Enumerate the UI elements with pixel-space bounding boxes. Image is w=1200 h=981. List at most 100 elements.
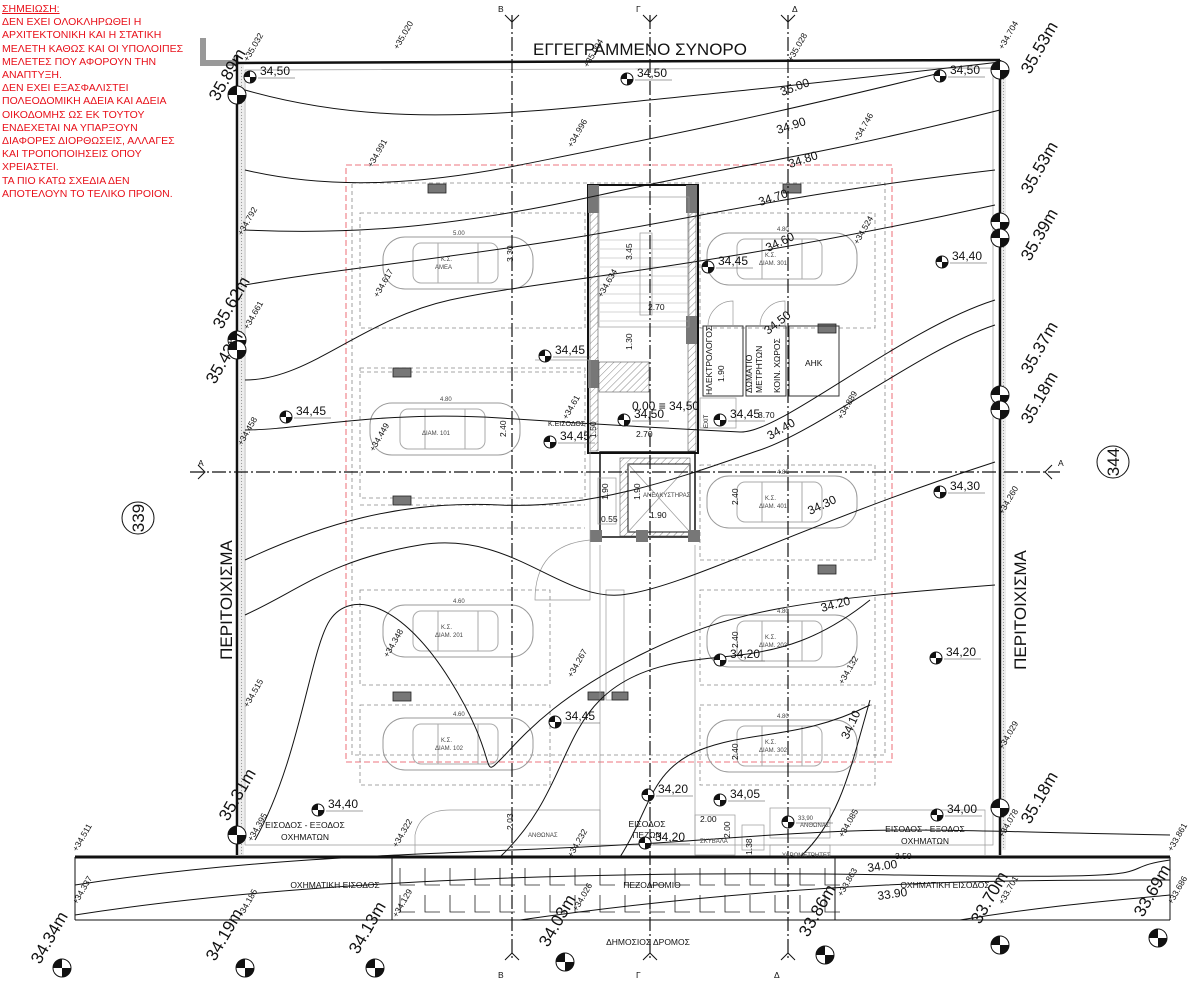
corner-elevation: 35.37m <box>1017 318 1062 377</box>
paving-tile <box>724 868 740 886</box>
note-title: ΣΗΜΕΙΩΣΗ: <box>2 3 60 15</box>
paving-tile <box>399 895 415 913</box>
car-outline <box>706 614 858 668</box>
survey-point-icon <box>990 212 1010 232</box>
paving-tile <box>574 895 590 913</box>
car-outline <box>382 717 534 771</box>
paving-tile <box>449 895 465 913</box>
vehicle-gate-right-2: ΟΧΗΜΑΤΩΝ <box>901 836 949 846</box>
section-label-d-top: Δ <box>792 4 798 14</box>
party-wall-right-label: ΠΕΡΙΤΟΙΧΙΣΜΑ <box>1011 549 1030 669</box>
corner-elevation: 35.18m <box>1017 768 1062 827</box>
garden-label-2: ΑΝΘΩΝΑΣ <box>800 823 830 829</box>
parking-length-dimension: 5.00 <box>453 231 465 237</box>
contour-label: 34.70 <box>757 186 790 209</box>
level-mark: 34,20 <box>946 645 976 659</box>
level-marker-icon <box>638 836 652 850</box>
parking-space-number: ΔΙΑΜ. 101 <box>422 431 451 437</box>
level-marker-icon <box>935 255 949 269</box>
level-mark: 34,45 <box>560 429 590 443</box>
contour-lines <box>74 61 1171 921</box>
car-outline <box>369 402 521 456</box>
survey-point-icon <box>990 228 1010 248</box>
plot-number-left: 339 <box>121 501 155 535</box>
paving-tile <box>474 868 490 886</box>
contour-label: 34.20 <box>819 594 852 615</box>
spot-height: +34.085 <box>836 807 860 839</box>
survey-point-icon <box>990 935 1010 955</box>
spot-height: +34.129 <box>390 887 414 919</box>
parking-length-dimension: 4.60 <box>453 712 465 718</box>
corner-elevation: 35.18m <box>1017 368 1062 427</box>
spot-height: +34.704 <box>996 19 1020 51</box>
dimension-label: 2.00 <box>700 814 717 824</box>
level-marker-icon <box>929 651 943 665</box>
spot-height: +34.991 <box>365 137 389 169</box>
exit-sign: EXIT <box>704 414 710 428</box>
parking-space-number: ΔΙΑΜ. 202 <box>759 643 788 649</box>
parking-space-label: Κ.Σ. <box>765 253 776 259</box>
level-marker-icon <box>538 349 552 363</box>
section-label-d-bottom: Δ <box>774 970 780 980</box>
note-line: ΑΠΟΤΕΛΟΥΝ ΤΟ ΤΕΛΙΚΟ ΠΡΟΙΟΝ. <box>2 187 173 200</box>
dimension-label: 3.70 <box>758 410 775 420</box>
paving-tile <box>774 895 790 913</box>
level-marker-icon <box>641 788 655 802</box>
room-meters-1: ΔΩΜΑΤΙΟ <box>744 354 754 393</box>
ramp <box>534 359 696 855</box>
paving-tile <box>699 868 715 886</box>
water-meters-label: ΥΔΡΟΜΕΤΡΗΤΕΣ <box>782 853 831 859</box>
paving-tile <box>824 895 840 913</box>
spot-height: +33.861 <box>1165 821 1189 853</box>
paving-tile <box>549 895 565 913</box>
level-mark: 34,20 <box>655 830 685 844</box>
building-envelope <box>345 164 893 763</box>
pedestrian-entrance-2: ΠΕΖΩΝ <box>632 830 662 840</box>
parking-space-label: Κ.Σ. <box>765 740 776 746</box>
paving-tile <box>499 868 515 886</box>
level-mark: 34,00 <box>947 802 977 816</box>
level-mark: 34,45 <box>296 404 326 418</box>
columns <box>392 183 837 702</box>
level-marker-icon <box>713 653 727 667</box>
parking-outline <box>351 182 886 756</box>
driveway-right-label: ΟΧΗΜΑΤΙΚΗ ΕΙΣΟΔΟΣ <box>900 880 989 890</box>
level-mark: 34,50 <box>260 64 290 78</box>
note-line: ΧΡΕΙΑΣΤΕΙ. <box>2 161 59 174</box>
spot-height: +34.996 <box>565 117 589 149</box>
spot-height: +34.524 <box>851 214 875 246</box>
level-mark: 34,50 <box>637 66 667 80</box>
paving-tile <box>524 868 540 886</box>
sidewalk-label: ΠΕΖΟΔΡΟΜΙΟ <box>623 880 681 890</box>
survey-point-icon <box>52 958 72 978</box>
garden-label-1: ΑΝΘΩΝΑΣ <box>528 833 558 839</box>
parking-space-label: Κ.Σ. <box>441 257 452 263</box>
parking-space-number: ΔΙΑΜ. 401 <box>759 504 788 510</box>
annotations: 35.89m35.62m35.43m35.31m35.53m35.53m35.3… <box>27 18 1189 978</box>
dimension-label: 2.70 <box>636 429 653 439</box>
parking-space-number: ΔΙΑΜ. 301 <box>759 261 788 267</box>
level-mark: 34,20 <box>658 782 688 796</box>
section-label-b-top: Β <box>498 4 504 14</box>
parking-length-dimension: 4.60 <box>453 599 465 605</box>
spot-height: +35.028 <box>785 31 809 63</box>
level-mark: 34,45 <box>565 709 595 723</box>
level-mark: 34,50 <box>634 407 664 421</box>
service-rooms <box>699 300 840 429</box>
level-marker-icon <box>617 413 631 427</box>
parking-space-label: Κ.Σ. <box>441 738 452 744</box>
survey-point-icon <box>990 385 1010 405</box>
room-electrician: ΗΛΕΚΤΡΟΛΟΓΟΣ <box>704 326 714 395</box>
paving-tile <box>799 895 815 913</box>
spot-height: +34.746 <box>851 111 875 143</box>
survey-point-icon <box>1148 928 1168 948</box>
dimension-label: 0.55 <box>601 514 618 524</box>
level-marker-icon <box>543 435 557 449</box>
parking-space-number: ΔΙΑΜ. 102 <box>435 746 464 752</box>
spot-height: +35.020 <box>391 19 415 51</box>
level-mark: 34,50 <box>950 63 980 77</box>
level-marker-icon <box>279 410 293 424</box>
paving-tile <box>449 868 465 886</box>
public-road-label: ΔΗΜΟΣΙΟΣ ΔΡΟΜΟΣ <box>606 937 690 947</box>
note-line: ΑΝΑΠΤΥΞΗ. <box>2 69 62 82</box>
